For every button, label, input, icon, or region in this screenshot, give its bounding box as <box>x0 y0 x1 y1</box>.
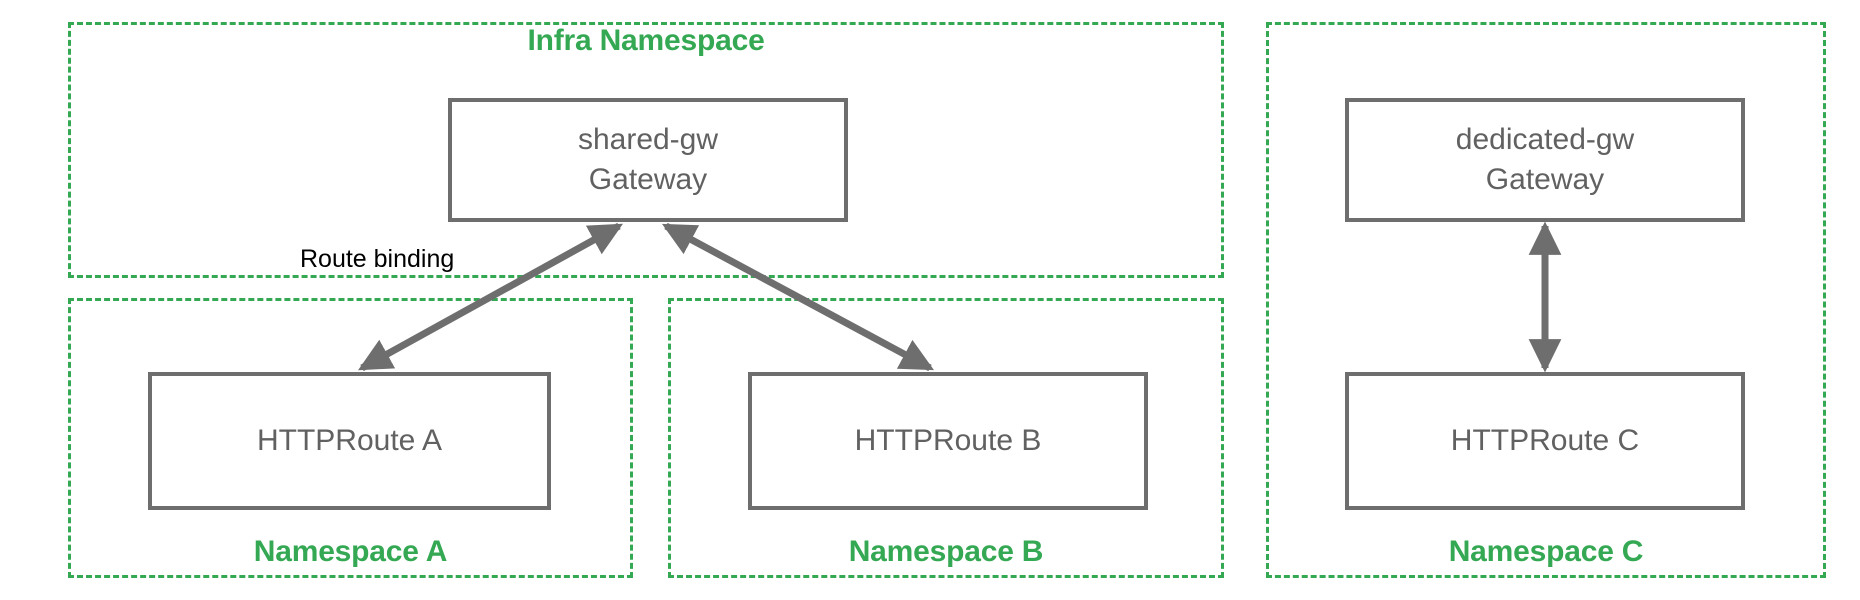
namespace-container-c <box>1266 22 1826 578</box>
resource-box-httproute-b[interactable]: HTTPRoute B <box>748 372 1148 510</box>
namespace-label-b: Namespace B <box>848 535 1044 568</box>
namespace-label-infra: Infra Namespace <box>527 24 765 57</box>
resource-box-shared-gw[interactable]: shared-gw Gateway <box>448 98 848 222</box>
namespace-label-c: Namespace C <box>1448 535 1644 568</box>
route-binding-label: Route binding <box>300 245 455 273</box>
resource-box-httproute-c[interactable]: HTTPRoute C <box>1345 372 1745 510</box>
namespace-container-infra <box>68 22 1224 278</box>
namespace-container-a <box>68 298 633 578</box>
namespace-container-b <box>668 298 1224 578</box>
resource-box-dedicated-gw[interactable]: dedicated-gw Gateway <box>1345 98 1745 222</box>
resource-box-httproute-a[interactable]: HTTPRoute A <box>148 372 551 510</box>
namespace-label-a: Namespace A <box>253 535 448 568</box>
